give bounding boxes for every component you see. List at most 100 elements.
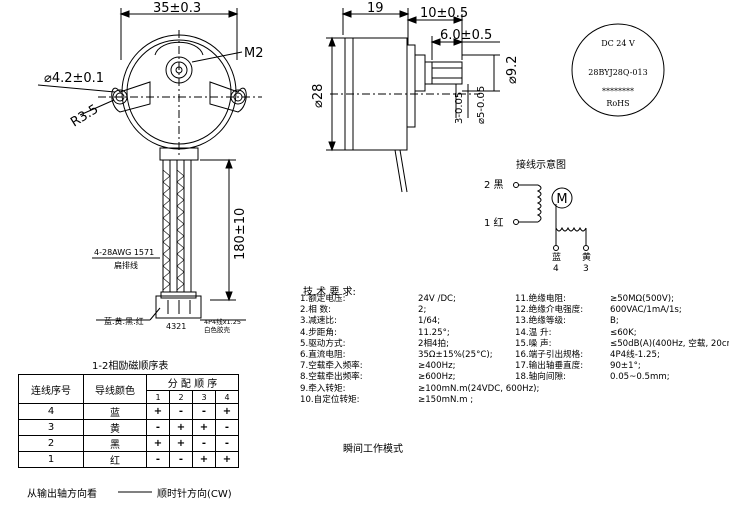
spec-row: 1.额定电压:24V /DC; xyxy=(300,294,456,305)
work-mode-label: 瞬间工作模式 xyxy=(343,444,403,455)
color-cell: 黄 xyxy=(83,419,147,436)
spec-row: 5.驱动方式: 2相4拍; xyxy=(300,338,449,350)
phase-cell: + xyxy=(215,451,239,468)
spec-label: 9.牵入转矩: xyxy=(300,383,346,394)
spec-row: 14.温 升: ≤60K; xyxy=(515,327,637,339)
spec-value: 1/64; xyxy=(418,316,441,327)
wire1-label: 1 红 xyxy=(484,216,504,229)
sequence-table-title: 1-2相励磁顺序表 xyxy=(92,361,169,372)
motor-symbol: M xyxy=(556,192,567,207)
front-width-dim: 35±0.3 xyxy=(153,1,201,16)
header-seq: 连线序号 xyxy=(18,374,84,404)
spec-value: ≤60K; xyxy=(610,327,637,338)
spec-label: 14.温 升: xyxy=(515,327,552,338)
label-serial: ******** xyxy=(602,87,634,96)
spec-value: ≥150mN.m ; xyxy=(418,394,474,405)
color-cell: 蓝 xyxy=(83,403,147,420)
wire4-num: 4 xyxy=(553,264,559,274)
spec-row: 18.轴向间隙: 0.05~0.5mm; xyxy=(515,372,670,383)
spec-label: 2.相 数: xyxy=(300,305,332,316)
cable-spec-label: 4-28AWG 1571 xyxy=(94,248,154,257)
spec-row: 17.输出轴垂直度:90±1°; xyxy=(515,361,641,372)
wire4-color: 蓝 xyxy=(552,251,561,263)
spec-label: 13.绝缘等级: xyxy=(515,316,566,327)
step-header: 4 xyxy=(215,390,239,404)
wire3-num: 3 xyxy=(583,264,589,274)
shaft-dia-dim: ⌀5-0.05 xyxy=(476,86,487,124)
phase-cell: + xyxy=(192,451,216,468)
phase-cell: - xyxy=(146,419,170,436)
seq-cell: 2 xyxy=(18,435,84,452)
body-depth-dim: 19 xyxy=(367,1,384,16)
step-header: 1 xyxy=(146,390,170,404)
spec-row: 15.噪 声:≤50dB(A)(400Hz, 空载, 20cm); xyxy=(515,339,729,350)
wire3-color: 黄 xyxy=(582,251,591,263)
phase-cell: - xyxy=(215,435,239,452)
wire2-label: 2 黑 xyxy=(484,179,504,191)
front-view-drawing: 35±0.3 ⌀4.2±0.1 R3.5 M2 180±10 4-28AWG 1… xyxy=(37,1,264,334)
spec-value: 0.05~0.5mm; xyxy=(610,372,670,383)
spec-row: 6.直流电阻:35Ω±15%(25°C); xyxy=(300,349,493,361)
spec-value: B; xyxy=(610,316,619,327)
spec-label: 11.绝缘电阻: xyxy=(515,294,566,304)
shaft-flat-dim: 6.0±0.5 xyxy=(440,28,492,43)
cable-type-label: 扁排线 xyxy=(114,260,138,270)
spec-value: 4P4线-1.25; xyxy=(610,349,660,360)
phase-cell: - xyxy=(192,403,216,420)
spec-value: ≥100mN.m(24VDC, 600Hz); xyxy=(418,383,540,394)
spec-label: 12.绝缘介电强度: xyxy=(515,305,584,316)
spec-row: 9.牵入转矩: ≥100mN.m(24VDC, 600Hz); xyxy=(300,383,539,395)
spec-value: 2相4拍; xyxy=(418,338,450,349)
flat-dia-dim: 3-0.05 xyxy=(454,92,465,124)
spec-row: 16.端子引出规格: 4P4线-1.25; xyxy=(515,349,660,361)
spec-value: ≤50dB(A)(400Hz, 空载, 20cm); xyxy=(610,338,729,349)
connector-spec-label: 4P4线x1.25 xyxy=(204,317,241,326)
spec-value: 600VAC/1mA/1s; xyxy=(610,305,682,316)
spec-row: 8.空载牵出频率: ≥600Hz; xyxy=(300,372,455,383)
phase-cell: - xyxy=(169,451,193,468)
lead-length-dim: 180±10 xyxy=(233,208,248,260)
spec-row: 10.自定位转矩: ≥150mN.m ; xyxy=(300,394,473,406)
phase-cell: - xyxy=(169,403,193,420)
spec-row: 13.绝缘等级: B; xyxy=(515,316,619,327)
seq-cell: 1 xyxy=(18,451,84,468)
spec-row: 12.绝缘介电强度: 600VAC/1mA/1s; xyxy=(515,305,682,316)
phase-cell: + xyxy=(146,435,170,452)
spec-label: 16.端子引出规格: xyxy=(515,349,584,360)
label-model: 28BYJ28Q-013 xyxy=(588,68,647,77)
spec-row: 4.步距角: 11.25°; xyxy=(300,327,450,339)
step-header: 2 xyxy=(169,390,193,404)
spec-row: 3.减速比:1/64; xyxy=(300,316,440,327)
spec-row: 7.空载牵入频率:≥400Hz; xyxy=(300,361,455,372)
spec-label: 18.轴向间隙: xyxy=(515,372,566,383)
phase-cell: + xyxy=(146,403,170,420)
spec-value: ≥50MΩ(500V); xyxy=(610,294,674,304)
spec-value: 11.25°; xyxy=(418,327,450,338)
header-color: 导线颜色 xyxy=(83,374,147,404)
spec-list-left: 1.额定电压:24V /DC;2.相 数: 2;3.减速比:1/64;4.步距角:… xyxy=(300,294,539,405)
spec-label: 6.直流电阻: xyxy=(300,349,346,360)
wire-colors-label: 蓝.黄.黑.红 xyxy=(104,316,144,326)
label-voltage: DC 24 V xyxy=(601,39,635,48)
spec-label: 8.空载牵出频率: xyxy=(300,372,363,383)
color-cell: 黑 xyxy=(83,435,147,452)
spec-label: 10.自定位转矩: xyxy=(300,394,360,405)
spec-label: 4.步距角: xyxy=(300,327,337,338)
spec-title: 技 术 要 求: xyxy=(303,287,356,298)
phase-cell: - xyxy=(146,451,170,468)
hole-dia-dim: ⌀4.2±0.1 xyxy=(44,71,104,86)
spec-value: 2; xyxy=(418,305,427,316)
connector-housing-label: 白色胶壳 xyxy=(204,325,231,334)
spec-value: 90±1°; xyxy=(610,361,641,372)
seq-cell: 4 xyxy=(18,403,84,420)
side-view-drawing: 19 10±0.5 6.0±0.5 ⌀28 ⌀9.2 ⌀5-0.05 3-0.0… xyxy=(311,1,520,193)
spec-value: ≥400Hz; xyxy=(418,361,456,372)
spec-value: ≥600Hz; xyxy=(418,372,456,383)
spec-label: 5.驱动方式: xyxy=(300,338,346,349)
wiring-diagram: 接线示意图 2 黑 1 红 M 蓝 4 黄 3 xyxy=(484,158,591,274)
